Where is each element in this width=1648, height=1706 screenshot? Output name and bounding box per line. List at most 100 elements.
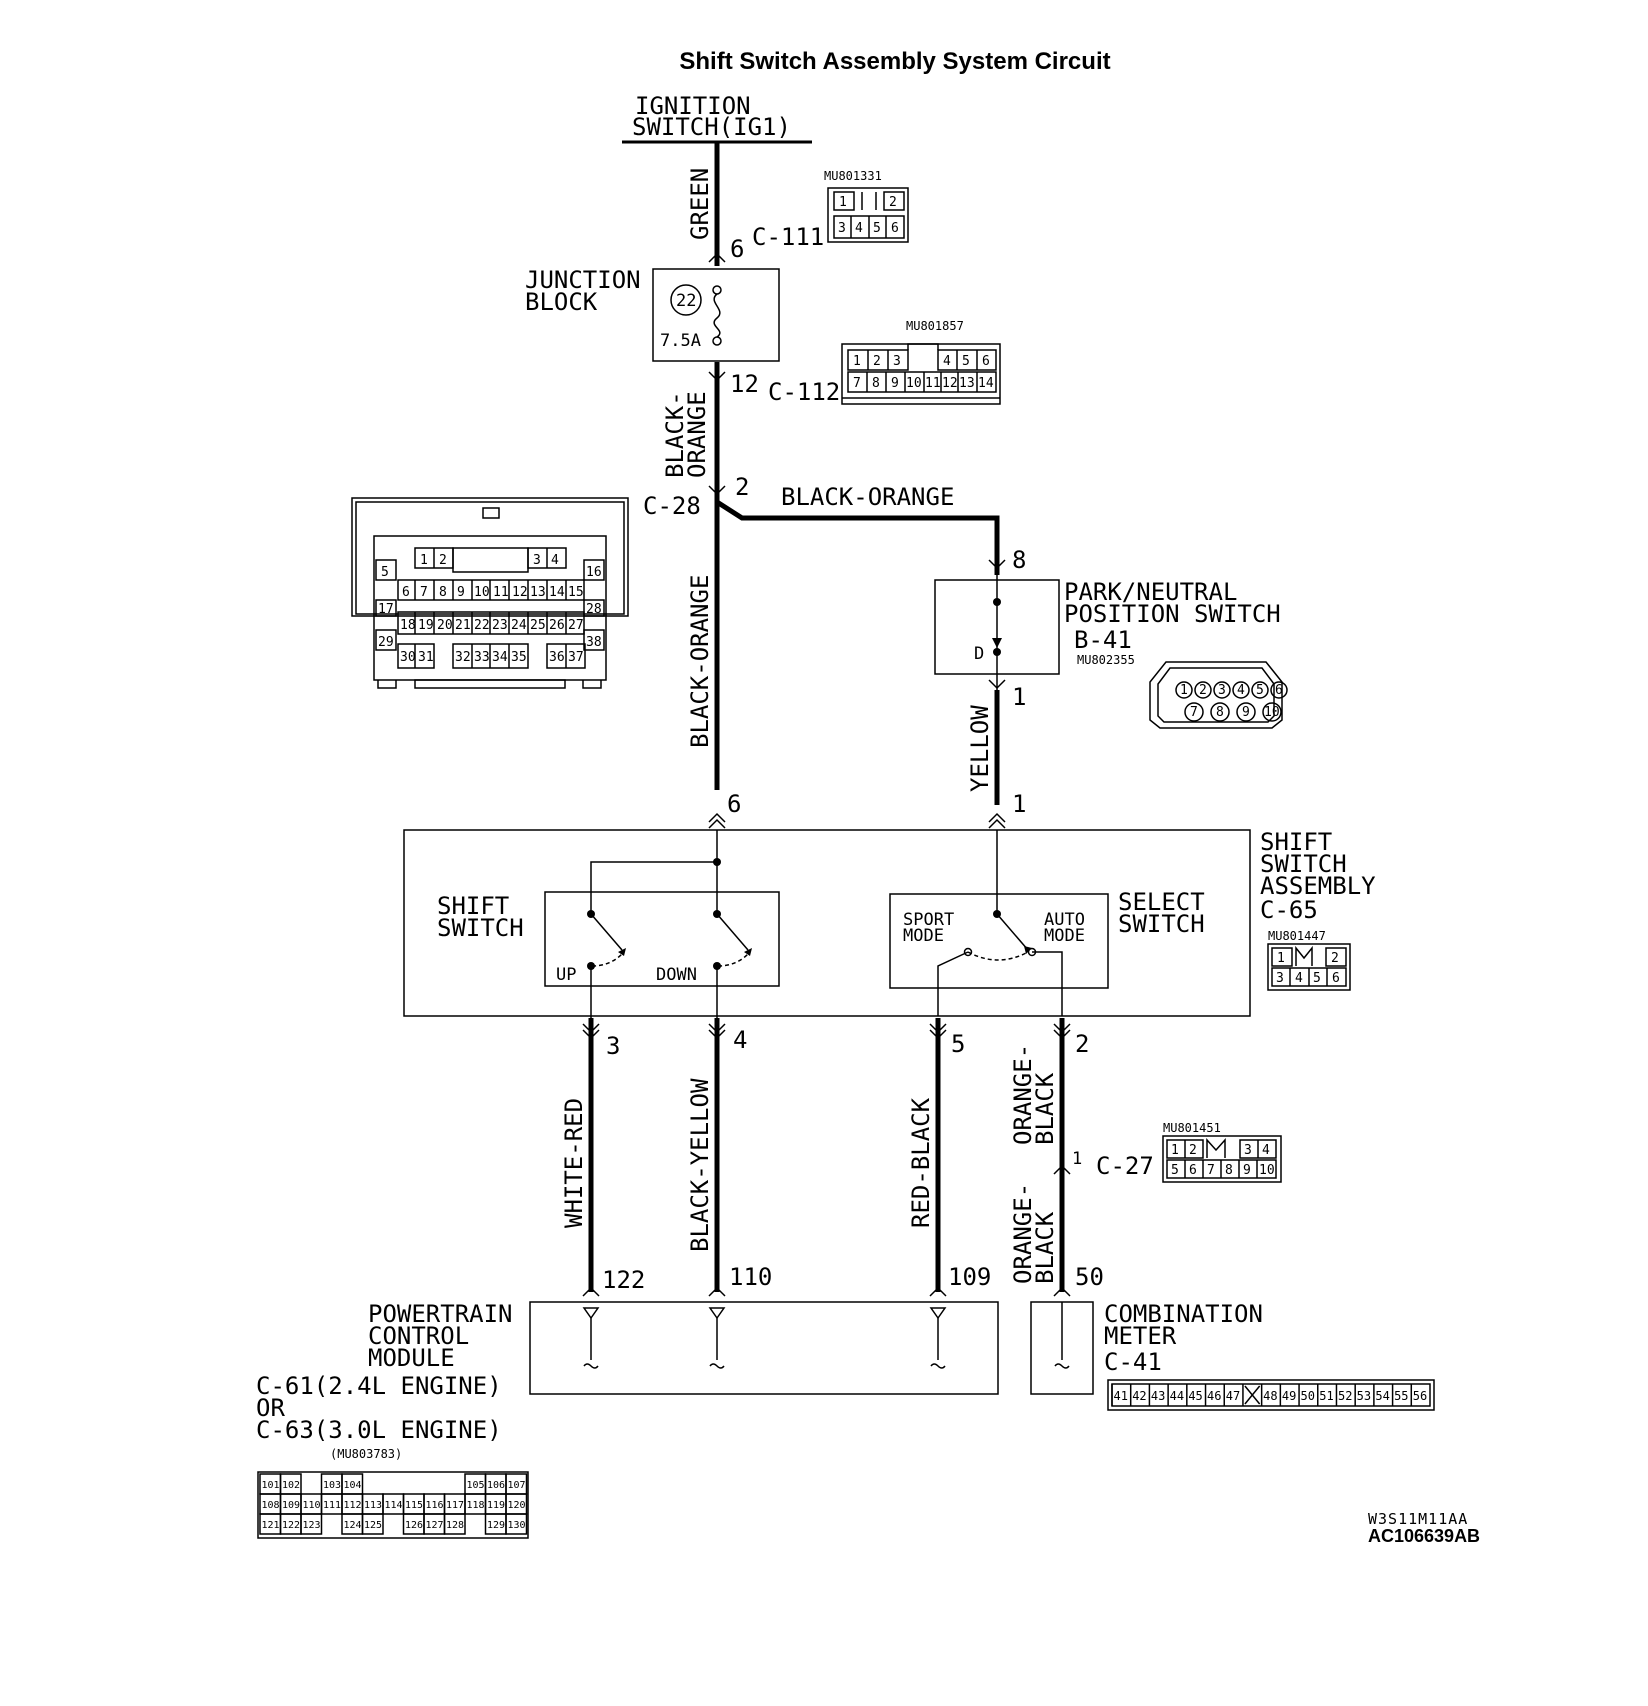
pin-cell: 27	[568, 618, 584, 633]
pin-cell: 1	[853, 354, 861, 369]
down-label: DOWN	[656, 965, 697, 985]
pin-cell: 116	[426, 1500, 444, 1511]
pcm-terminal-122	[582, 1307, 600, 1369]
pin-cell: 104	[344, 1480, 362, 1491]
pin-cell: 24	[511, 618, 527, 633]
shift-assembly-label-1: SHIFT	[1260, 828, 1332, 856]
chevron-down-out-b	[708, 1029, 726, 1040]
connector-chevron-c28	[708, 485, 726, 496]
up-switch-travel	[591, 953, 623, 967]
junction-block-label-2: BLOCK	[525, 288, 598, 316]
pin-cell: 56	[1413, 1389, 1427, 1403]
auto-internal-line	[1032, 951, 1063, 1016]
pin-cell: 11	[925, 376, 941, 391]
pin-cell: 125	[364, 1520, 382, 1531]
fuse-number-circle	[670, 284, 702, 316]
pin-cell: 16	[586, 565, 602, 580]
junction-block-label-1: JUNCTION	[525, 266, 641, 294]
wire-orange-black-upper-label-2: BLACK	[1031, 1072, 1059, 1145]
part-mu801331: MU801331	[824, 169, 882, 183]
round-pin	[1262, 702, 1282, 722]
pin-up: 3	[606, 1032, 620, 1060]
pin-box	[505, 1513, 528, 1535]
pin-sport: 5	[951, 1030, 965, 1058]
part-mu801447: MU801447	[1268, 929, 1326, 943]
up-switch-arrow	[618, 948, 626, 956]
pin-cell: 12	[512, 585, 528, 600]
wire-orange-black-upper-label-1: ORANGE-	[1009, 1044, 1037, 1145]
pin-cell: 4	[855, 221, 863, 236]
pin-cell: 23	[492, 618, 508, 633]
connector-face-mu802355	[1149, 661, 1283, 729]
round-pin	[1175, 681, 1193, 699]
pin-down: 4	[733, 1026, 747, 1054]
pin-cell: 48	[1263, 1389, 1277, 1403]
park-neutral-contact-top	[993, 598, 1001, 606]
connector-face-mu801447: 1 2 3 4 5 6	[1267, 943, 1351, 991]
pin-cell: 1	[1171, 1143, 1179, 1158]
fuse-icon	[713, 293, 721, 338]
pin-c112: 12	[730, 370, 759, 398]
pin-cell: 18	[400, 618, 416, 633]
pin-assy-select-in: 1	[1012, 790, 1026, 818]
pin-cell: 103	[323, 1480, 341, 1491]
part-mu801451: MU801451	[1163, 1121, 1221, 1135]
pin-cell: 42	[1132, 1389, 1146, 1403]
chevron-pcm-109	[929, 1286, 947, 1297]
wire-white-red-label: WHITE-RED	[560, 1098, 588, 1228]
blank-pin-cross	[1244, 1385, 1261, 1405]
connector-chevron-c27	[1053, 1164, 1071, 1175]
connector-c28: C-28	[643, 492, 701, 520]
round-pin	[1236, 702, 1256, 722]
select-switch-label-1: SELECT	[1118, 888, 1205, 916]
chevron-auto-out-b	[1053, 1029, 1071, 1040]
meter-terminal-50	[1054, 1302, 1070, 1369]
pin-cell: 8	[1216, 705, 1224, 720]
part-mu803783: (MU803783)	[330, 1447, 402, 1461]
pin-cell: 46	[1207, 1389, 1221, 1403]
pin-cell: 6	[1189, 1163, 1197, 1178]
pin-cell: 10	[1259, 1163, 1275, 1178]
fuse-terminal-top	[712, 285, 722, 295]
pin-meter-50: 50	[1075, 1263, 1104, 1291]
chevron-sport-out-a	[929, 1023, 947, 1034]
connector-chevron-assy-select-in-b	[988, 818, 1006, 829]
pin-cell: 12	[942, 376, 958, 391]
pin-pns-out: 1	[1012, 683, 1026, 711]
pin-cell: 14	[549, 585, 565, 600]
pin-cell: 38	[586, 635, 602, 650]
pcm-connector-or: OR	[256, 1394, 285, 1422]
connector-c41: C-41	[1104, 1348, 1162, 1376]
pin-cell: 1	[420, 553, 428, 568]
connector-face-mu801451: 1 2 3 4 5 6 7 8 9 10	[1162, 1135, 1282, 1183]
connector-chevron-pns-in	[988, 559, 1006, 570]
park-neutral-label-2: POSITION SWITCH	[1064, 600, 1281, 628]
pin-cell: 4	[1295, 971, 1303, 986]
pin-cell: 1	[1277, 951, 1285, 966]
chevron-pcm-110	[708, 1286, 726, 1297]
meter-label-1: COMBINATION	[1104, 1300, 1263, 1328]
pin-cell: 110	[303, 1500, 321, 1511]
figure-code: W3S11M11AA	[1368, 1510, 1469, 1528]
pin-cell: 36	[549, 650, 565, 665]
pin-cell: 5	[1256, 683, 1264, 698]
park-neutral-d-label: D	[974, 644, 984, 664]
connector-face-c28: 5 1 2 3 4 16 6 7 8 9 10 11 12 13 14 15 1…	[351, 497, 629, 689]
pin-cell: 19	[418, 618, 434, 633]
pcm-terminal-110	[708, 1307, 726, 1369]
shift-switch-feed	[590, 830, 718, 912]
pin-cell: 6	[1275, 683, 1283, 698]
pin-cell: 127	[426, 1520, 444, 1531]
select-switch-blade	[996, 913, 1029, 951]
shift-switch-assembly-box	[403, 829, 1251, 1017]
chevron-pcm-122	[582, 1286, 600, 1297]
wire-orange-black-lower-label-2: BLACK	[1031, 1211, 1059, 1284]
ignition-label-1: IGNITION	[635, 92, 751, 120]
pin-cell: 29	[378, 635, 394, 650]
pin-cell: 4	[551, 553, 559, 568]
connector-c65: C-65	[1260, 896, 1318, 924]
pin-cell: 17	[378, 602, 394, 617]
pin-cell: 6	[982, 354, 990, 369]
pin-cell: 1	[839, 195, 847, 210]
